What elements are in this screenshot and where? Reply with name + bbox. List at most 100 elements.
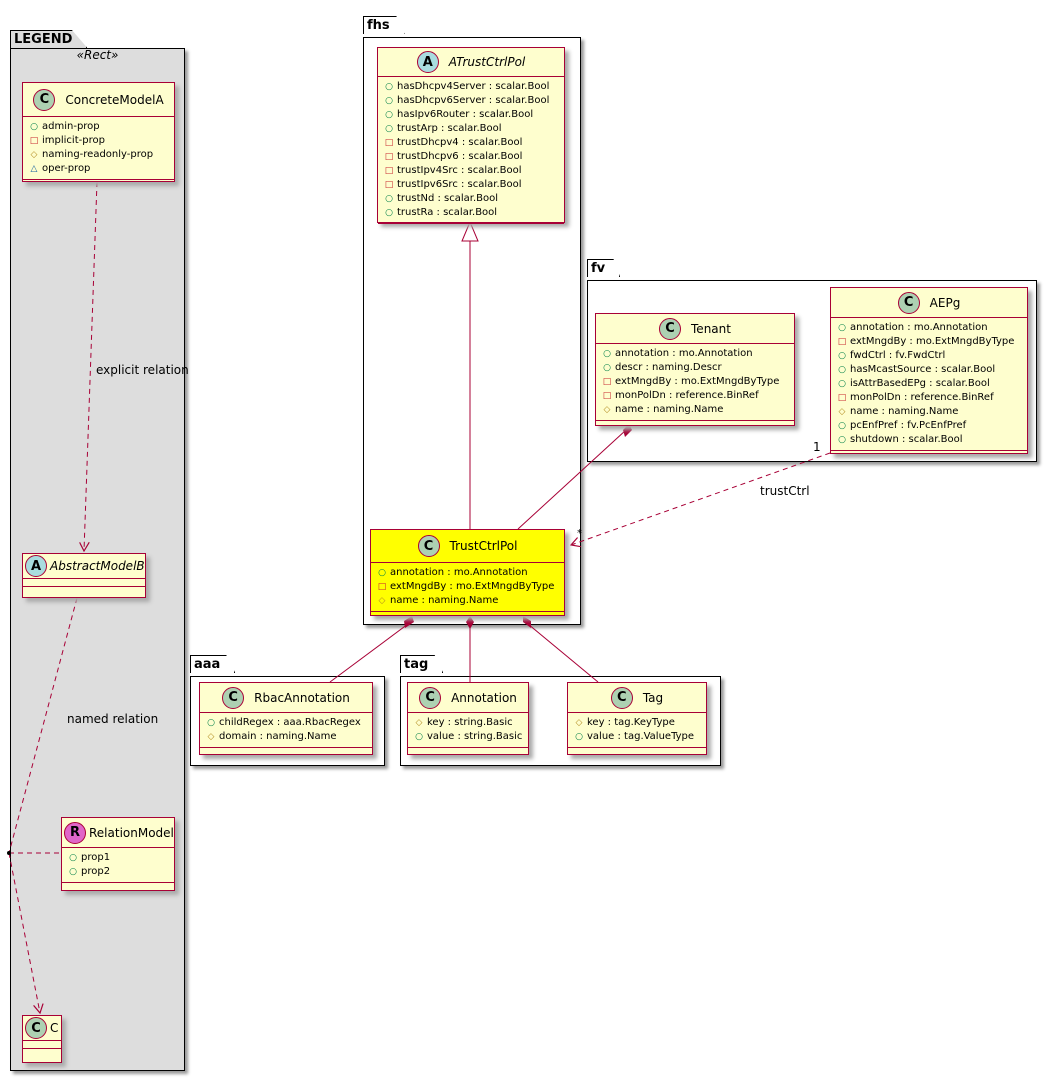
- class-attribute: ○ annotation : mo.Annotation: [377, 566, 558, 580]
- class-attribute: ◇name : naming.Name: [602, 403, 788, 417]
- protected-visibility-icon: ◇: [30, 150, 38, 160]
- class-attributes: ○childRegex : aaa.RbacRegex◇domain : nam…: [200, 713, 372, 748]
- class-attribute: ○fwdCtrl : fv.FwdCtrl: [837, 349, 1021, 363]
- class-header: C RbacAnnotation: [200, 683, 372, 713]
- class-attribute: ◇ key : string.Basic: [414, 716, 522, 730]
- class-name: ATrustCtrlPol: [448, 55, 526, 69]
- class-rbacannotation[interactable]: C RbacAnnotation ○ childRegex : aaa.RbacReg…: [199, 682, 373, 755]
- protected-visibility-icon: ◇: [838, 407, 846, 417]
- oper-visibility-icon: △: [30, 164, 38, 174]
- class-name: RbacAnnotation: [254, 690, 350, 705]
- public-visibility-icon: ○: [385, 194, 393, 204]
- attribute-text: implicit-prop: [42, 135, 105, 146]
- class-attributes: ○annotation : mo.Annotation○descr : nami…: [596, 344, 794, 421]
- class-attribute: ○ shutdown : scalar.Bool: [837, 433, 1021, 447]
- attribute-text: name : naming.Name: [850, 406, 959, 417]
- attribute-text: shutdown : scalar.Bool: [850, 434, 963, 445]
- attribute-text: trustIpv6Src : scalar.Bool: [397, 179, 522, 190]
- attribute-text: fwdCtrl : fv.FwdCtrl: [850, 350, 946, 361]
- multiplicity-many: *: [577, 528, 582, 539]
- public-visibility-icon: ○: [385, 96, 393, 106]
- class-attributes: ○ hasDhcpv4Server : scalar.Bool ○hasDhcpv6…: [378, 77, 564, 224]
- public-visibility-icon: ○: [30, 122, 38, 132]
- class-attribute: ○trustNd : scalar.Bool: [384, 192, 558, 206]
- class-attribute: □monPolDn : reference.BinRef: [602, 389, 788, 403]
- attribute-text: prop1: [81, 852, 111, 863]
- private-visibility-icon: □: [29, 136, 39, 146]
- class-attribute: □trustIpv6Src : scalar.Bool: [384, 178, 558, 192]
- attribute-text: value : tag.ValueType: [587, 731, 695, 742]
- class-attribute: ○value : tag.ValueType: [574, 730, 700, 744]
- class-attribute: □trustIpv4Src : scalar.Bool: [384, 164, 558, 178]
- attribute-text: prop2: [81, 866, 111, 877]
- attribute-text: trustIpv4Src : scalar.Bool: [397, 165, 522, 176]
- attribute-text: extMngdBy : mo.ExtMngdByType: [390, 581, 555, 592]
- attribute-text: oper-prop: [42, 163, 91, 174]
- explicit-relation-label: explicit relation: [96, 363, 189, 377]
- class-icon: C: [33, 88, 56, 111]
- public-visibility-icon: ○: [385, 110, 393, 120]
- class-attribute: ○pcEnfPref : fv.PcEnfPref: [837, 419, 1021, 433]
- class-concretemodela[interactable]: C ConcreteModelA ○ admin-prop□implicit-prop…: [22, 82, 175, 182]
- abstract-class-icon: A: [416, 51, 439, 73]
- attribute-text: key : string.Basic: [427, 717, 513, 728]
- protected-visibility-icon: ◇: [378, 596, 386, 606]
- attribute-text: monPolDn : reference.BinRef: [615, 390, 759, 401]
- attribute-text: hasDhcpv4Server : scalar.Bool: [397, 81, 550, 92]
- attribute-text: trustDhcpv6 : scalar.Bool: [397, 151, 523, 162]
- tag-composition-edge: [527, 623, 599, 683]
- legend-package-tab: LEGEND: [10, 30, 88, 48]
- attribute-text: extMngdBy : mo.ExtMngdByType: [850, 336, 1015, 347]
- relation-class-icon: R: [64, 821, 86, 844]
- attribute-text: hasIpv6Router : scalar.Bool: [397, 109, 534, 120]
- class-header: C ConcreteModelA: [23, 83, 174, 117]
- class-attribute: ○ admin-prop: [29, 120, 168, 134]
- class-attribute: ○ hasIpv6Router : scalar.Bool: [384, 108, 558, 122]
- private-visibility-icon: □: [837, 393, 847, 403]
- public-visibility-icon: ○: [378, 568, 386, 578]
- class-icon: C: [222, 686, 245, 709]
- relation-junction-dot: [7, 851, 11, 855]
- class-attribute: ○trustArp : scalar.Bool: [384, 122, 558, 136]
- class-atrustctrlpol[interactable]: A ATrustCtrlPol ○ hasDhcpv4Server : scalar.…: [377, 47, 565, 224]
- attribute-text: value : string.Basic: [427, 731, 523, 742]
- class-attribute: ○hasDhcpv6Server : scalar.Bool: [384, 94, 558, 108]
- attribute-text: trustArp : scalar.Bool: [397, 123, 502, 134]
- public-visibility-icon: ○: [838, 435, 846, 445]
- class-name: C: [50, 1021, 59, 1035]
- tenant-composition-diamond: [623, 424, 632, 437]
- private-visibility-icon: □: [602, 377, 612, 387]
- class-name: TrustCtrlPol: [449, 539, 518, 553]
- class-name: Tenant: [691, 321, 731, 336]
- class-attribute: ○ childRegex : aaa.RbacRegex: [206, 716, 366, 730]
- public-visibility-icon: ○: [838, 365, 846, 375]
- class-name: ConcreteModelA: [65, 92, 164, 107]
- attribute-text: childRegex : aaa.RbacRegex: [219, 717, 361, 728]
- public-visibility-icon: ○: [838, 323, 846, 333]
- class-attribute: □extMngdBy : mo.ExtMngdByType: [377, 580, 558, 594]
- attribute-text: admin-prop: [42, 121, 100, 132]
- attribute-text: annotation : mo.Annotation: [390, 567, 528, 578]
- class-attribute: □monPolDn : reference.BinRef: [837, 391, 1021, 405]
- class-attribute: ○prop1: [68, 851, 168, 865]
- inheritance-arrowhead: [461, 220, 479, 242]
- class-attribute: □trustDhcpv4 : scalar.Bool: [384, 136, 558, 150]
- public-visibility-icon: ○: [207, 718, 215, 728]
- class-attribute: ◇naming-readonly-prop: [29, 148, 168, 162]
- class-attribute: ◇name : naming.Name: [377, 594, 558, 608]
- attribute-text: name : naming.Name: [615, 404, 724, 415]
- class-icon: C: [897, 291, 920, 314]
- protected-visibility-icon: ◇: [415, 718, 423, 728]
